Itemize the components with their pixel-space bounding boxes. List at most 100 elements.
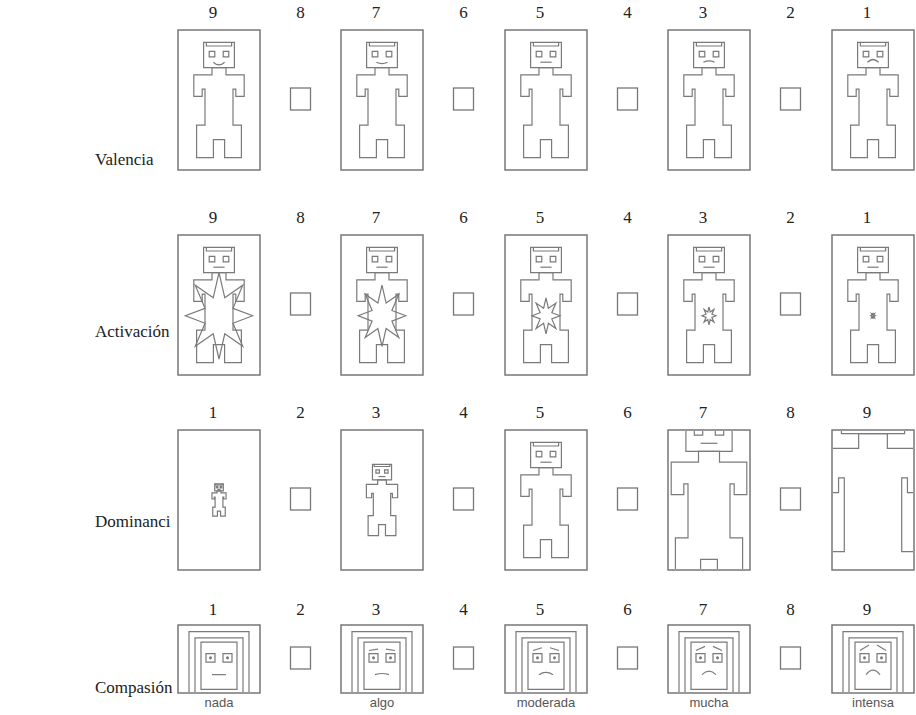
manikin-eye <box>699 256 705 261</box>
manikin-eye <box>216 486 218 488</box>
manikin-mouth <box>379 476 386 477</box>
manikin-hair <box>533 42 558 46</box>
scale-number: 1 <box>863 208 872 228</box>
frame-content <box>189 632 249 692</box>
manikin-hair <box>860 247 885 251</box>
compassion-face <box>679 632 739 692</box>
manikin-eye <box>550 451 556 456</box>
arousal-burst <box>871 313 875 319</box>
scale-frame <box>341 625 423 693</box>
manikin-body <box>684 273 734 363</box>
manikin-head <box>204 247 235 272</box>
scale-frame <box>341 30 423 170</box>
manikin-mouth <box>703 267 714 268</box>
manikin-head <box>686 431 732 451</box>
scale-number: 3 <box>372 600 381 620</box>
tick-box <box>291 293 311 315</box>
scale-number: 5 <box>536 403 545 423</box>
frame-content <box>848 42 898 157</box>
manikin-body <box>357 68 407 158</box>
tick-box <box>454 293 474 315</box>
scale-frame <box>832 235 914 375</box>
arousal-manikin <box>684 247 734 362</box>
manikin-head <box>204 42 235 67</box>
frame-content <box>212 484 226 516</box>
dominance-manikin <box>366 464 397 535</box>
manikin-body <box>848 273 898 363</box>
manikin-body <box>194 68 244 158</box>
scale-number: 1 <box>209 403 218 423</box>
burst-holder <box>871 313 875 319</box>
manikin-body <box>684 68 734 158</box>
face-pupil <box>880 656 883 659</box>
manikin-hair <box>369 42 394 46</box>
manikin-eye <box>209 256 215 261</box>
manikin-eye <box>699 51 705 56</box>
face-eye <box>223 654 232 662</box>
scale-number: 7 <box>699 600 708 620</box>
burst-holder <box>358 285 406 346</box>
tick-box <box>291 488 311 510</box>
burst-holder <box>702 307 716 325</box>
manikin-eye <box>550 51 556 56</box>
face-pupil <box>699 656 702 659</box>
face-mouth <box>702 671 716 674</box>
scale-number: 3 <box>699 208 708 228</box>
manikin-eye <box>877 256 883 261</box>
manikin-eye <box>386 256 392 261</box>
manikin-head <box>372 464 391 480</box>
manikin-hair <box>206 42 231 46</box>
compassion-face <box>516 632 576 692</box>
manikin-head <box>694 247 725 272</box>
face-brow <box>713 646 722 650</box>
burst-holder <box>532 298 560 334</box>
scale-frame <box>178 430 260 570</box>
scale-number: 2 <box>296 600 305 620</box>
manikin-head <box>531 442 562 467</box>
manikin-eye <box>220 486 222 488</box>
anchor-word: intensa <box>852 696 894 711</box>
frame-content <box>352 632 412 692</box>
scale-frame <box>341 430 423 570</box>
manikin-head <box>841 431 904 434</box>
scale-number: 6 <box>459 208 468 228</box>
scale-frame <box>668 30 750 170</box>
face-brow <box>860 645 869 650</box>
scale-number: 3 <box>372 403 381 423</box>
manikin-head <box>531 247 562 272</box>
arousal-manikin <box>521 247 571 362</box>
valence-manikin <box>357 42 407 157</box>
face-outline <box>528 642 564 689</box>
manikin-eye <box>715 431 723 435</box>
row-label: Valencia <box>95 150 154 170</box>
tick-box <box>618 293 638 315</box>
manikin-mouth <box>540 62 551 63</box>
arousal-burst <box>702 307 716 325</box>
scale-number: 8 <box>786 403 795 423</box>
face-brow <box>550 648 559 651</box>
arousal-manikin <box>357 247 407 362</box>
face-hair-outer <box>352 632 412 692</box>
manikin-body <box>521 68 571 158</box>
face-mouth <box>375 673 389 674</box>
scale-number: 5 <box>536 208 545 228</box>
row-label: Compasión <box>95 678 172 698</box>
manikin-head <box>531 42 562 67</box>
frame-content <box>521 42 571 157</box>
manikin-hair <box>696 42 721 46</box>
manikin-mouth <box>217 489 220 490</box>
scale-number: 9 <box>209 208 218 228</box>
frame-content <box>848 247 898 362</box>
valence-manikin <box>848 42 898 157</box>
frame-content <box>684 42 734 157</box>
manikin-hair <box>860 42 885 46</box>
scale-number: 9 <box>863 600 872 620</box>
anchor-word: mucha <box>689 696 728 711</box>
valence-manikin <box>194 42 244 157</box>
scale-number: 4 <box>623 3 632 23</box>
valence-manikin <box>684 42 734 157</box>
face-pupil <box>536 656 539 659</box>
tick-box <box>454 647 474 669</box>
